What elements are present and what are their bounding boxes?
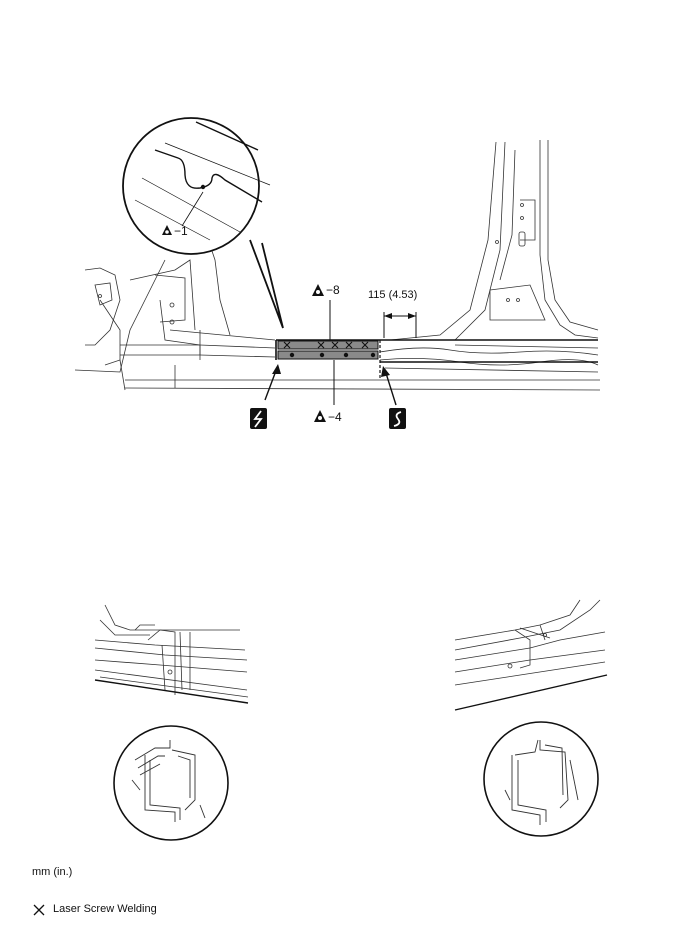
- spot-weld-count-4: −4: [328, 410, 342, 424]
- weld-band-upper: [277, 340, 379, 350]
- spot-weld-count-8: −8: [326, 283, 340, 297]
- units-legend: mm (in.): [32, 866, 73, 878]
- cut-curve-icon: [389, 408, 406, 429]
- laser-screw-weld-icon: [33, 904, 45, 916]
- spot-weld-icon-1: [162, 225, 172, 235]
- spot-weld-icon-8: [312, 284, 324, 296]
- spot-weld-icon-4: [314, 410, 326, 422]
- cut-zigzag-icon: [250, 408, 267, 429]
- dimension-label: 115 (4.53): [368, 289, 418, 301]
- spot-weld-count-1: −1: [174, 224, 188, 238]
- weld-band-lower: [277, 350, 379, 360]
- laser-screw-welding-legend: Laser Screw Welding: [53, 903, 157, 915]
- magnifier-circle-icon-left: [113, 725, 229, 841]
- magnifier-circle-icon-right: [483, 721, 599, 837]
